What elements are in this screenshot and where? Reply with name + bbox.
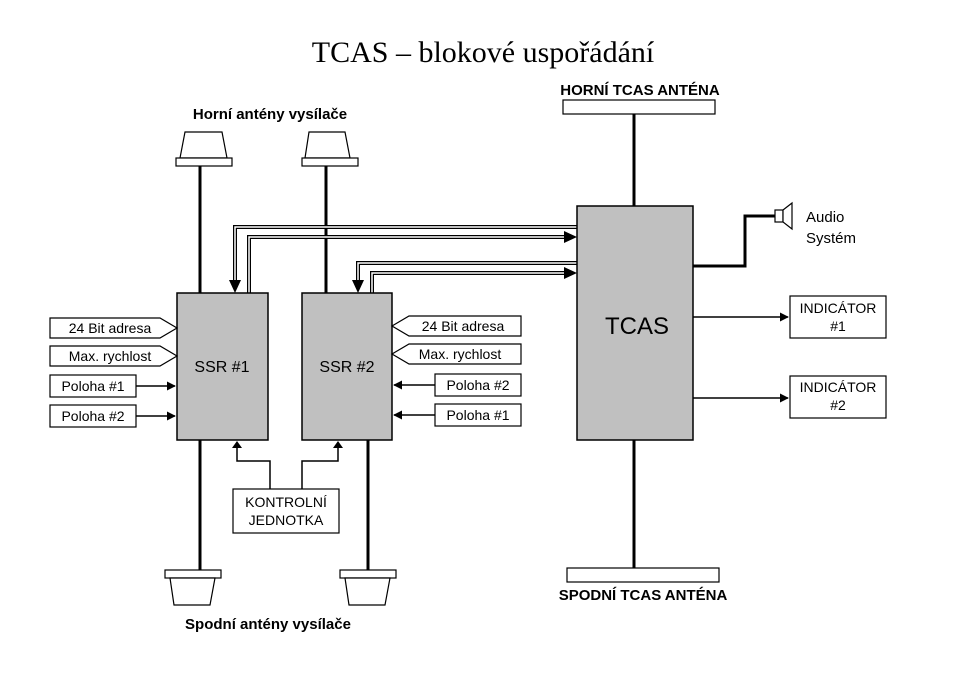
lower-antenna-2-icon xyxy=(339,569,397,606)
ssr1-to-tcas-bus xyxy=(247,231,577,293)
ssr2-label: SSR #2 xyxy=(319,359,374,376)
indicator-1-line1: INDICÁTOR xyxy=(800,300,877,316)
mid-input-4: Poloha #1 xyxy=(393,403,522,427)
control-unit: KONTROLNÍ JEDNOTKA xyxy=(232,488,340,534)
upper-tcas-antenna-label: HORNÍ TCAS ANTÉNA xyxy=(560,82,720,99)
left-input-2-label: Max. rychlost xyxy=(69,348,152,364)
left-input-2: Max. rychlost xyxy=(49,345,179,367)
lower-antennas-label: Spodní antény vysílače xyxy=(185,616,351,633)
mid-input-1-label: 24 Bit adresa xyxy=(422,318,505,334)
diagram-title: TCAS – blokové uspořádání xyxy=(312,36,655,69)
left-input-1-label: 24 Bit adresa xyxy=(69,320,152,336)
left-input-3-label: Poloha #1 xyxy=(61,378,124,394)
indicator-2-line2: #2 xyxy=(830,397,846,413)
mid-input-4-label: Poloha #1 xyxy=(446,407,509,423)
mid-input-3: Poloha #2 xyxy=(393,373,522,397)
lower-tcas-antenna-label: SPODNÍ TCAS ANTÉNA xyxy=(559,587,728,604)
left-input-3: Poloha #1 xyxy=(49,374,176,398)
mid-input-2: Max. rychlost xyxy=(390,343,522,365)
indicator-2-line1: INDICÁTOR xyxy=(800,379,877,395)
mid-input-1: 24 Bit adresa xyxy=(390,315,522,337)
upper-antenna-2-icon xyxy=(301,131,359,167)
indicator-1-line2: #1 xyxy=(830,318,846,334)
audio-label-line2: Systém xyxy=(806,230,856,247)
ssr1-label: SSR #1 xyxy=(194,359,249,376)
mid-input-3-label: Poloha #2 xyxy=(446,377,509,393)
upper-antennas-label: Horní antény vysílače xyxy=(193,106,347,123)
lower-tcas-antenna xyxy=(566,567,720,583)
indicator-1: INDICÁTOR #1 xyxy=(693,295,887,339)
left-input-4: Poloha #2 xyxy=(49,404,176,428)
mid-input-2-label: Max. rychlost xyxy=(419,346,502,362)
ssr2-to-tcas-bus xyxy=(370,267,577,293)
left-input-1: 24 Bit adresa xyxy=(49,317,179,339)
audio-label-line1: Audio xyxy=(806,209,844,226)
control-unit-line2: JEDNOTKA xyxy=(249,512,324,528)
tcas-label: TCAS xyxy=(605,313,669,340)
tcas-to-ssr2-bus xyxy=(352,261,577,293)
audio-speaker-icon xyxy=(774,201,793,231)
control-unit-line1: KONTROLNÍ xyxy=(245,494,327,510)
control-unit-link xyxy=(232,441,343,489)
tcas-audio-link xyxy=(693,214,775,268)
indicator-2: INDICÁTOR #2 xyxy=(693,375,887,419)
tcas-block xyxy=(576,205,694,441)
left-input-4-label: Poloha #2 xyxy=(61,408,124,424)
tcas-to-ssr1-bus xyxy=(229,225,577,293)
ssr1-block xyxy=(176,292,269,441)
lower-antenna-1-icon xyxy=(164,569,222,606)
ssr2-block xyxy=(301,292,393,441)
upper-tcas-antenna xyxy=(562,99,716,115)
upper-antenna-1-icon xyxy=(175,131,233,167)
